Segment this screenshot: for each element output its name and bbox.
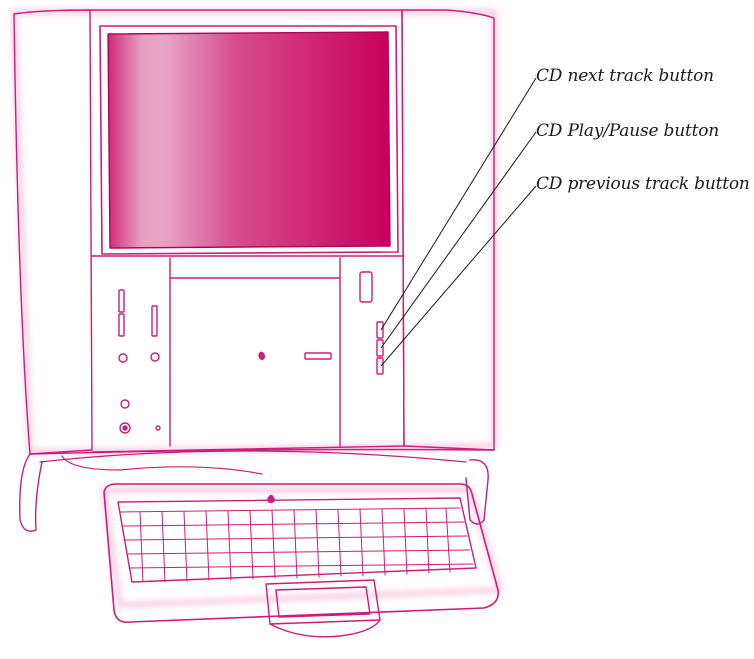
cd-next-track-button (377, 322, 383, 338)
leader-previous-track (381, 186, 536, 366)
cd-play-pause-button (377, 340, 383, 356)
right-panel (360, 272, 383, 374)
display-screen (100, 26, 398, 254)
leader-play-pause (381, 132, 536, 348)
callout-leaders (381, 78, 536, 366)
center-drive-bay (259, 352, 331, 360)
left-ports (119, 290, 160, 433)
cd-previous-track-button (377, 358, 383, 374)
callout-play-pause: CD Play/Pause button (536, 121, 719, 141)
callout-previous-track: CD previous track button (536, 174, 750, 194)
keyboard (104, 484, 498, 637)
callout-next-track: CD next track button (536, 66, 714, 86)
leader-next-track (381, 78, 536, 330)
